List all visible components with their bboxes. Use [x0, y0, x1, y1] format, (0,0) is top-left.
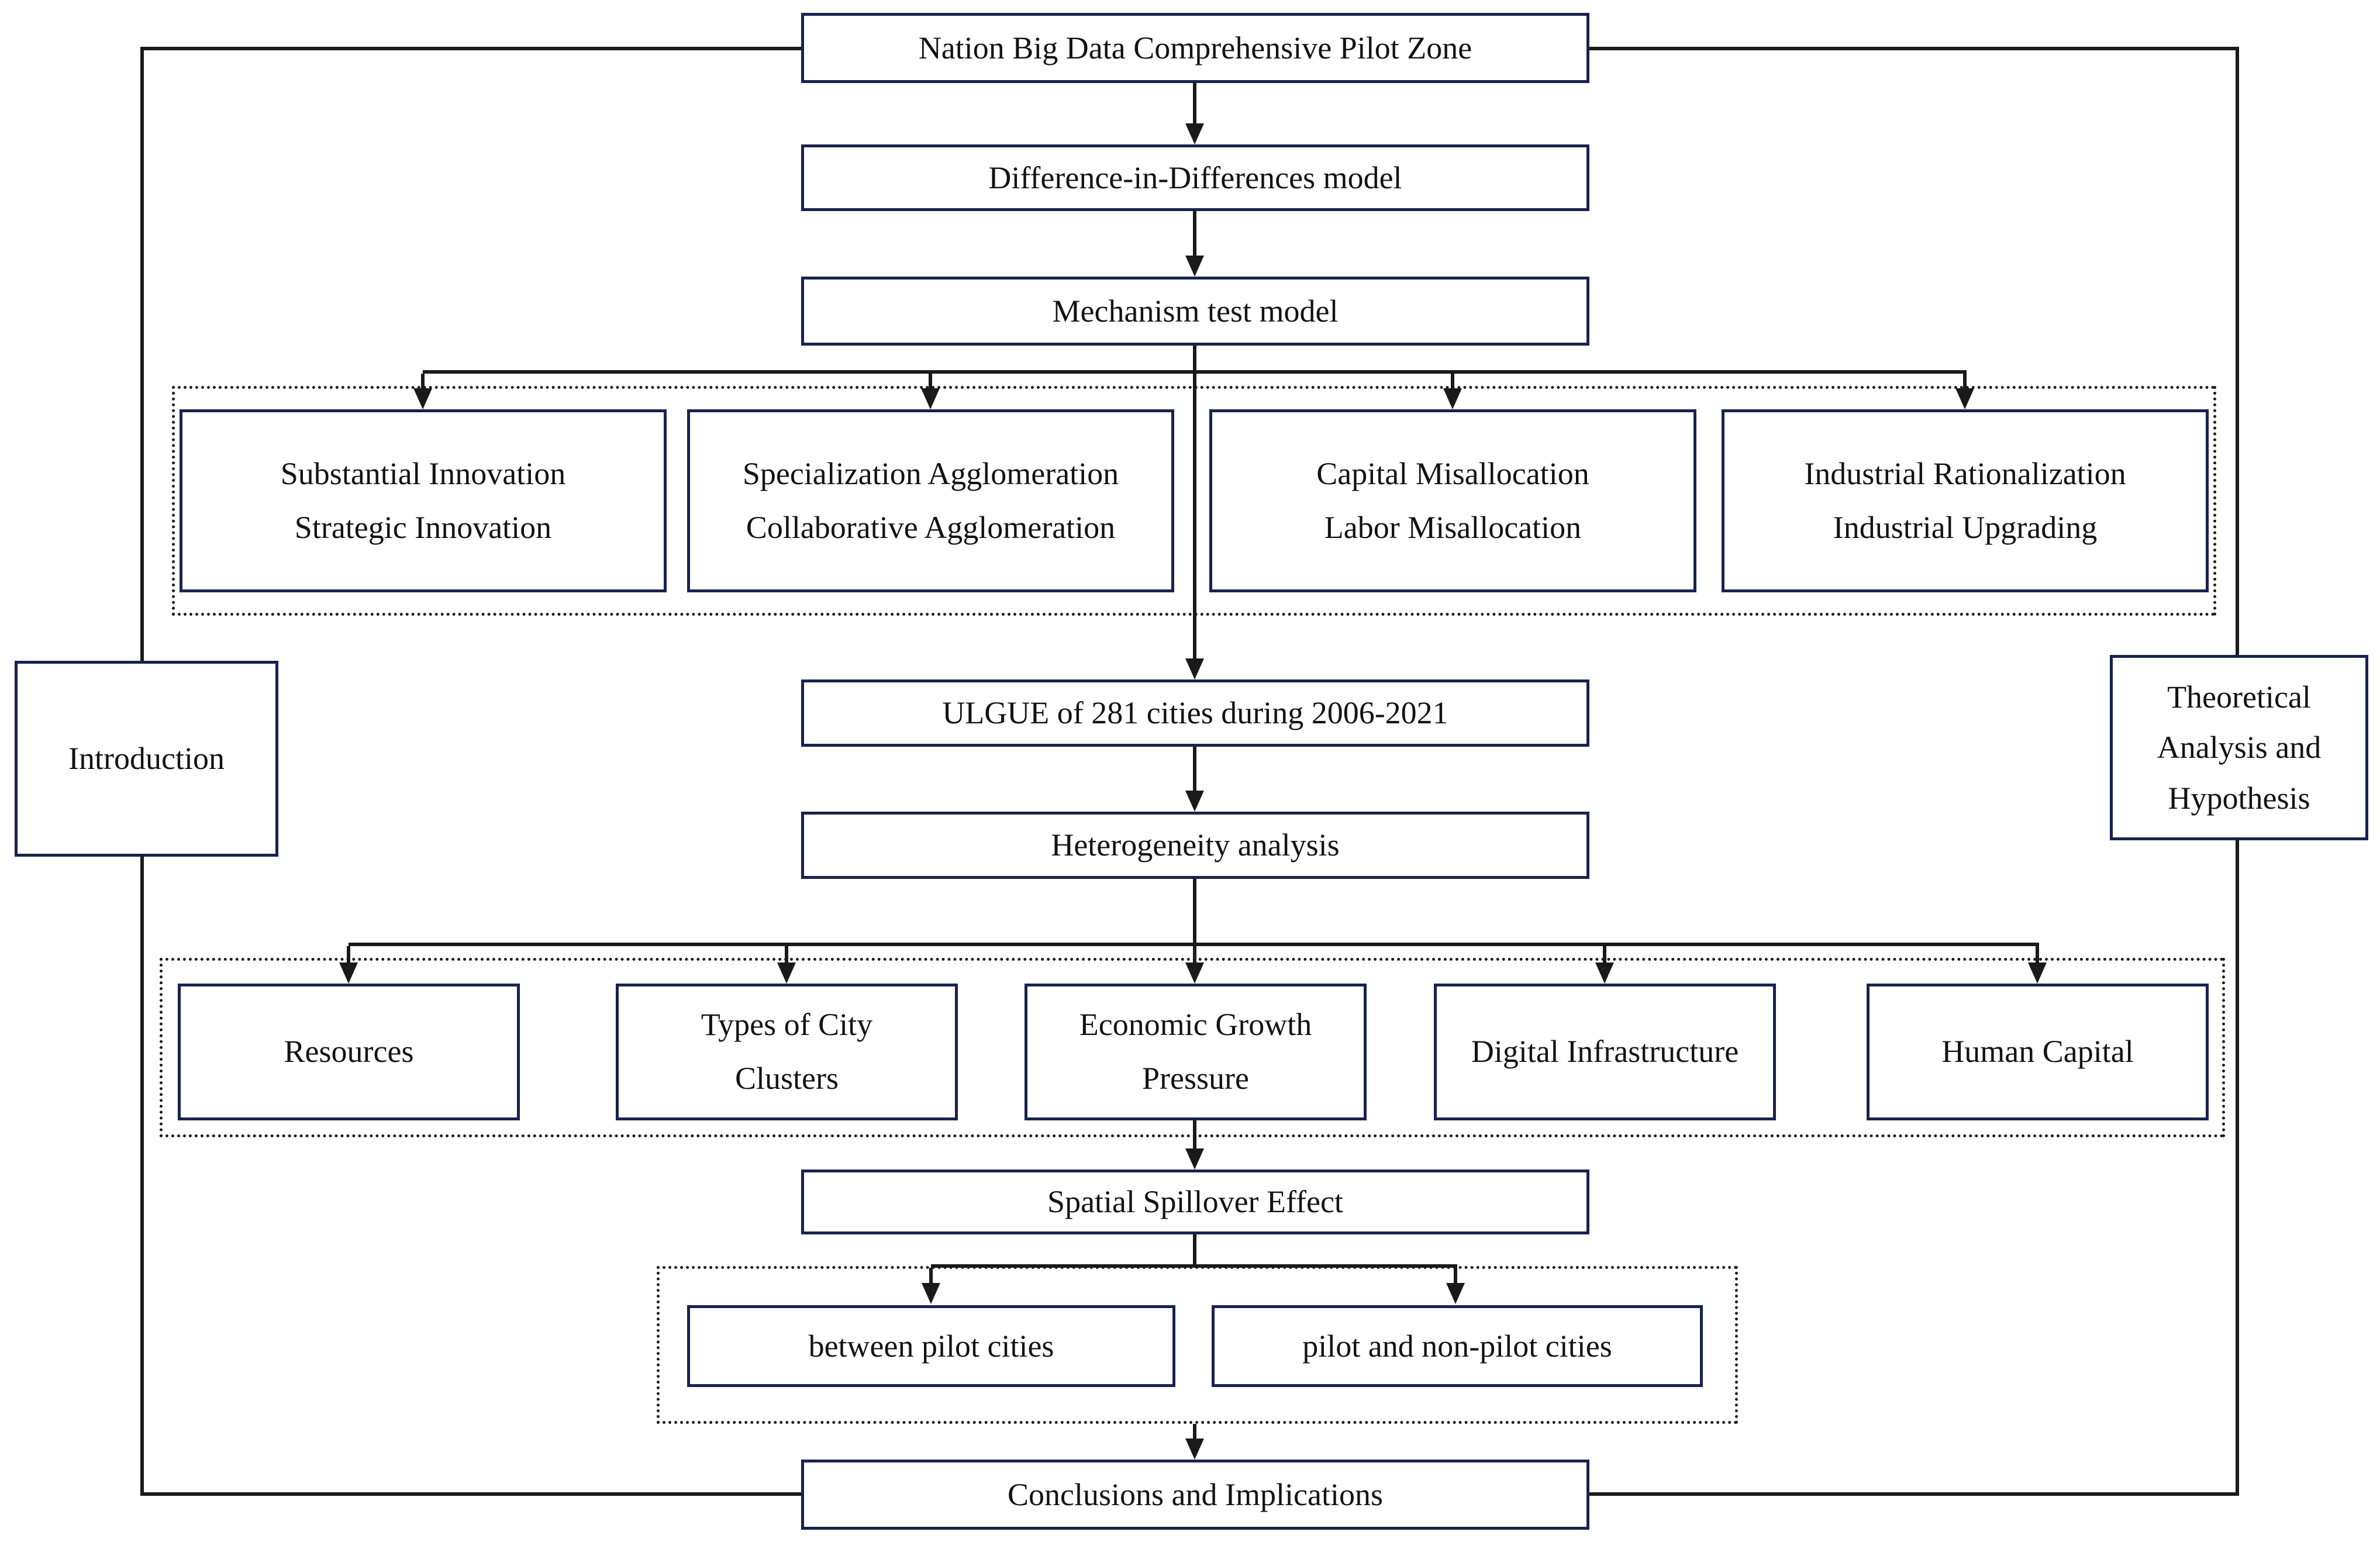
node-spatial-spillover: Spatial Spillover Effect — [801, 1170, 1589, 1234]
node-pilot-zone: Nation Big Data Comprehensive Pilot Zone — [801, 13, 1589, 83]
arrowhead-spillover-1 — [922, 1283, 940, 1304]
arrowhead-mechanism-3 — [1443, 388, 1462, 409]
stub-mechanism-4 — [1963, 374, 1967, 391]
arrowhead-ulgue — [1185, 658, 1204, 679]
node-industrial-mechanism: Industrial Rationalization Industrial Up… — [1722, 409, 2209, 592]
node-conclusions: Conclusions and Implications — [801, 1460, 1589, 1530]
growth-pressure-line2: Pressure — [1142, 1061, 1249, 1096]
connector-heterogeneity-to-branch — [1193, 879, 1196, 946]
growth-pressure-line1: Economic Growth — [1079, 1007, 1312, 1043]
node-did-model: Difference-in-Differences model — [801, 144, 1589, 211]
node-theoretical-analysis: Theoretical Analysis and Hypothesis — [2110, 655, 2368, 840]
frame-top-right-line — [1588, 47, 2239, 50]
node-growth-pressure: Economic Growth Pressure — [1025, 984, 1367, 1120]
node-introduction: Introduction — [15, 661, 278, 857]
arrowhead-heterogeneity-2 — [777, 963, 796, 984]
city-clusters-line2: Clusters — [734, 1061, 839, 1096]
mechanism-group-container — [172, 386, 2216, 616]
stub-heterogeneity-2 — [785, 946, 788, 965]
introduction-label: Introduction — [68, 741, 225, 777]
misallocation-line2: Labor Misallocation — [1324, 509, 1582, 545]
arrowhead-heterogeneity-4 — [1595, 963, 1614, 984]
connector-ulgue-to-heterogeneity — [1193, 747, 1196, 794]
arrowhead-conclusions — [1185, 1438, 1204, 1460]
connector-did-to-mechanism — [1193, 211, 1196, 258]
node-pilot-zone-label: Nation Big Data Comprehensive Pilot Zone — [918, 30, 1472, 65]
arrowhead-heterogeneity-1 — [339, 963, 358, 984]
node-between-pilot-cities: between pilot cities — [687, 1305, 1175, 1387]
arrowhead-mechanism-2 — [921, 388, 940, 409]
industrial-line2: Industrial Upgrading — [1833, 509, 2098, 545]
connector-mechanism-to-branch — [1193, 346, 1196, 374]
connector-spatial-to-branch — [1193, 1234, 1196, 1267]
stub-spillover-2 — [1454, 1268, 1457, 1284]
innovation-line2: Strategic Innovation — [294, 509, 552, 545]
node-human-capital: Human Capital — [1867, 984, 2209, 1120]
node-digital-infrastructure: Digital Infrastructure — [1434, 984, 1776, 1120]
stub-heterogeneity-3 — [1193, 946, 1196, 965]
node-mechanism-model-label: Mechanism test model — [1052, 293, 1339, 329]
arrowhead-spillover-2 — [1446, 1283, 1465, 1304]
node-mechanism-model: Mechanism test model — [801, 277, 1589, 346]
stub-heterogeneity-1 — [347, 946, 350, 965]
spillover-group-container — [657, 1266, 1738, 1424]
arrowhead-heterogeneity-5 — [2028, 963, 2047, 984]
node-conclusions-label: Conclusions and Implications — [1008, 1477, 1383, 1512]
digital-infrastructure-line1: Digital Infrastructure — [1471, 1034, 1739, 1070]
node-city-clusters: Types of City Clusters — [616, 984, 958, 1120]
node-innovation-mechanism: Substantial Innovation Strategic Innovat… — [180, 409, 667, 592]
branch-line-mechanism — [423, 370, 1967, 374]
connector-pilot-to-did — [1193, 83, 1196, 129]
between-pilot-cities-label: between pilot cities — [808, 1328, 1054, 1364]
innovation-line1: Substantial Innovation — [280, 456, 566, 491]
stub-heterogeneity-4 — [1603, 946, 1606, 965]
branch-line-heterogeneity — [349, 943, 2039, 946]
frame-bottom-right-line — [1588, 1492, 2239, 1496]
node-resources: Resources — [178, 984, 520, 1120]
agglomeration-line2: Collaborative Agglomeration — [746, 509, 1116, 545]
frame-top-left-line — [140, 47, 802, 50]
arrowhead-mechanism — [1185, 256, 1204, 277]
pilot-nonpilot-cities-label: pilot and non-pilot cities — [1302, 1328, 1612, 1364]
resources-line1: Resources — [284, 1034, 414, 1070]
node-misallocation-mechanism: Capital Misallocation Labor Misallocatio… — [1209, 409, 1696, 592]
node-ulgue-label: ULGUE of 281 cities during 2006-2021 — [942, 695, 1448, 731]
arrowhead-heterogeneity — [1185, 791, 1204, 812]
node-ulgue: ULGUE of 281 cities during 2006-2021 — [801, 679, 1589, 747]
arrowhead-spatial — [1185, 1148, 1204, 1170]
node-did-model-label: Difference-in-Differences model — [988, 160, 1402, 195]
stub-spillover-1 — [929, 1268, 933, 1284]
stub-mechanism-2 — [929, 374, 932, 391]
arrowhead-did — [1185, 123, 1204, 144]
arrowhead-heterogeneity-3 — [1185, 963, 1204, 984]
node-agglomeration-mechanism: Specialization Agglomeration Collaborati… — [687, 409, 1174, 592]
connector-spillover-to-conclusions — [1193, 1424, 1196, 1441]
node-heterogeneity: Heterogeneity analysis — [801, 812, 1589, 879]
agglomeration-line1: Specialization Agglomeration — [742, 456, 1119, 491]
node-pilot-nonpilot-cities: pilot and non-pilot cities — [1212, 1305, 1703, 1387]
node-heterogeneity-label: Heterogeneity analysis — [1051, 827, 1340, 863]
stub-mechanism-3 — [1451, 374, 1454, 391]
heterogeneity-group-container — [160, 958, 2225, 1137]
misallocation-line1: Capital Misallocation — [1316, 456, 1589, 491]
city-clusters-line1: Types of City — [701, 1007, 873, 1043]
frame-bottom-left-line — [140, 1492, 802, 1496]
industrial-line1: Industrial Rationalization — [1804, 456, 2126, 491]
theoretical-analysis-label: Theoretical Analysis and Hypothesis — [2157, 679, 2322, 816]
node-spatial-spillover-label: Spatial Spillover Effect — [1047, 1184, 1343, 1220]
arrowhead-mechanism-1 — [413, 388, 432, 409]
stub-mechanism-1 — [421, 374, 425, 391]
stub-heterogeneity-5 — [2036, 946, 2039, 965]
human-capital-line1: Human Capital — [1941, 1034, 2134, 1070]
arrowhead-mechanism-4 — [1955, 388, 1974, 409]
connector-branch-to-ulgue — [1193, 374, 1196, 662]
